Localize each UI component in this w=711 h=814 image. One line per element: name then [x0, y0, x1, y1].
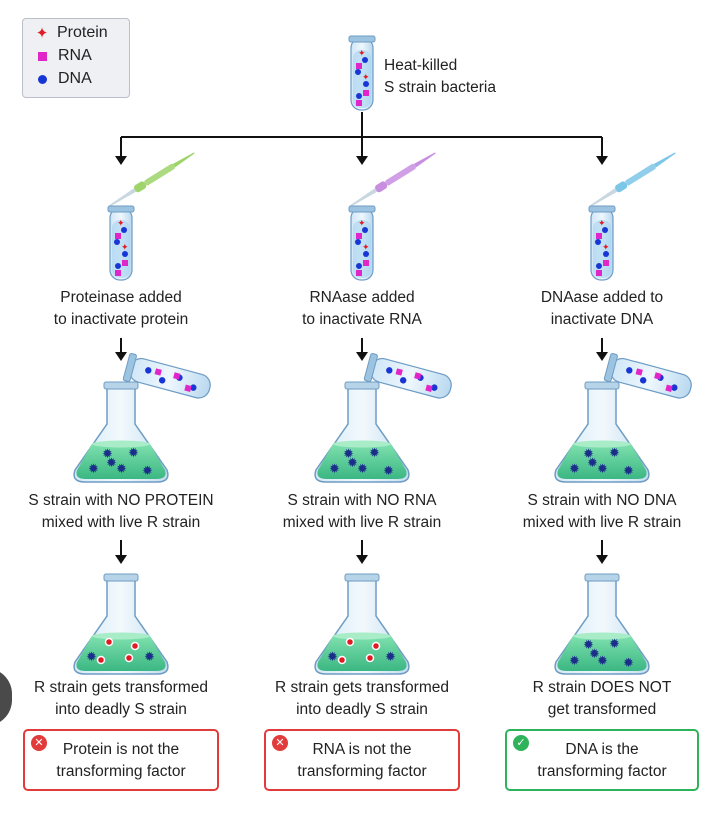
svg-text:✹: ✹	[583, 447, 594, 462]
legend-item-dna: DNA	[33, 68, 92, 90]
svg-text:✹: ✹	[385, 650, 396, 665]
tilted-test-tube-icon	[603, 353, 692, 399]
legend-label: Protein	[57, 24, 108, 41]
svg-text:✹: ✹	[609, 446, 620, 461]
source-test-tube: ✦ ✦	[348, 35, 376, 111]
svg-text:✦: ✦	[598, 219, 606, 229]
svg-text:✹: ✹	[347, 456, 358, 471]
rna-square-icon	[38, 51, 47, 61]
svg-text:✦: ✦	[358, 49, 366, 59]
branch-connector	[120, 112, 603, 158]
conclusion-text: transforming factor	[537, 763, 667, 780]
svg-text:✦: ✦	[362, 243, 370, 253]
svg-text:✹: ✹	[86, 650, 97, 665]
mixed-flask-icon: ✹✹✹✹✹✹	[314, 381, 410, 483]
flow-arrow	[596, 338, 608, 361]
svg-text:✹: ✹	[102, 447, 113, 462]
flow-arrow	[356, 338, 368, 361]
flow-arrow	[115, 338, 127, 361]
svg-text:✹: ✹	[383, 464, 394, 479]
source-label: Heat-killed S strain bacteria	[384, 55, 496, 99]
conclusion-text: RNA is not the	[312, 741, 412, 758]
svg-text:✹: ✹	[128, 446, 139, 461]
svg-text:✹: ✹	[569, 654, 580, 669]
pipette-icon	[109, 152, 195, 207]
conclusion-text: transforming factor	[297, 763, 427, 780]
svg-text:✦: ✦	[121, 243, 129, 253]
svg-text:✹: ✹	[623, 656, 634, 671]
source-label-line: S strain bacteria	[384, 79, 496, 96]
mixed-flask-icon: ✹✹✹✹✹✹	[554, 381, 650, 483]
conclusion-text: Protein is not the	[62, 741, 180, 758]
result-flask-icon: ✹✹	[73, 573, 169, 675]
svg-text:✹: ✹	[116, 462, 127, 477]
svg-text:✹: ✹	[357, 462, 368, 477]
svg-text:✹: ✹	[583, 638, 594, 653]
x-circle-icon: ✕	[31, 735, 47, 751]
protein-star-icon: ✦	[35, 25, 49, 42]
tilted-test-tube-icon	[122, 353, 211, 399]
legend-label: DNA	[58, 70, 92, 87]
conclusion-text: transforming factor	[56, 763, 186, 780]
result-flask-icon: ✹✹	[314, 573, 410, 675]
branch-arrowheads	[115, 156, 608, 165]
pipette-icon	[590, 152, 676, 207]
svg-text:✹: ✹	[327, 650, 338, 665]
test-tube-icon: ✦✦	[348, 205, 376, 281]
x-circle-icon: ✕	[272, 735, 288, 751]
svg-text:✦: ✦	[602, 243, 610, 253]
svg-text:✦: ✦	[362, 73, 370, 83]
svg-text:✹: ✹	[142, 464, 153, 479]
conclusion-box-protein: ✕ Protein is not the transforming factor	[23, 729, 219, 791]
test-tube-icon: ✦✦	[588, 205, 616, 281]
svg-text:✹: ✹	[106, 456, 117, 471]
result-flask-icon: ✹✹✹✹✹✹	[554, 573, 650, 675]
svg-text:✹: ✹	[369, 446, 380, 461]
svg-text:✹: ✹	[569, 462, 580, 477]
svg-text:✹: ✹	[597, 654, 608, 669]
legend-item-protein: ✦ Protein	[33, 22, 108, 44]
conclusion-box-rna: ✕ RNA is not the transforming factor	[264, 729, 460, 791]
legend-item-rna: RNA	[33, 45, 92, 67]
source-label-line: Heat-killed	[384, 57, 458, 74]
legend: ✦ Protein RNA DNA	[22, 18, 130, 98]
svg-text:✹: ✹	[343, 447, 354, 462]
edge-overlay	[0, 668, 12, 726]
svg-text:✹: ✹	[609, 637, 620, 652]
svg-text:✹: ✹	[623, 464, 634, 479]
pipette-icon	[350, 152, 436, 207]
svg-text:✹: ✹	[144, 650, 155, 665]
conclusion-text: DNA is the	[565, 741, 639, 758]
mixed-flask-icon: ✹✹✹✹✹✹	[73, 381, 169, 483]
check-circle-icon: ✓	[513, 735, 529, 751]
svg-text:✹: ✹	[587, 456, 598, 471]
svg-text:✦: ✦	[117, 219, 125, 229]
svg-text:✹: ✹	[88, 462, 99, 477]
svg-text:✹: ✹	[589, 647, 600, 662]
tilted-test-tube-icon	[363, 353, 452, 399]
conclusion-box-dna: ✓ DNA is the transforming factor	[505, 729, 699, 791]
dna-dot-icon	[38, 74, 47, 84]
flow-arrow	[356, 540, 368, 564]
legend-label: RNA	[58, 47, 92, 64]
svg-text:✹: ✹	[597, 462, 608, 477]
svg-text:✦: ✦	[358, 219, 366, 229]
svg-text:✹: ✹	[329, 462, 340, 477]
flow-arrow	[596, 540, 608, 564]
flow-arrow	[115, 540, 127, 564]
test-tube-icon: ✦✦	[107, 205, 135, 281]
